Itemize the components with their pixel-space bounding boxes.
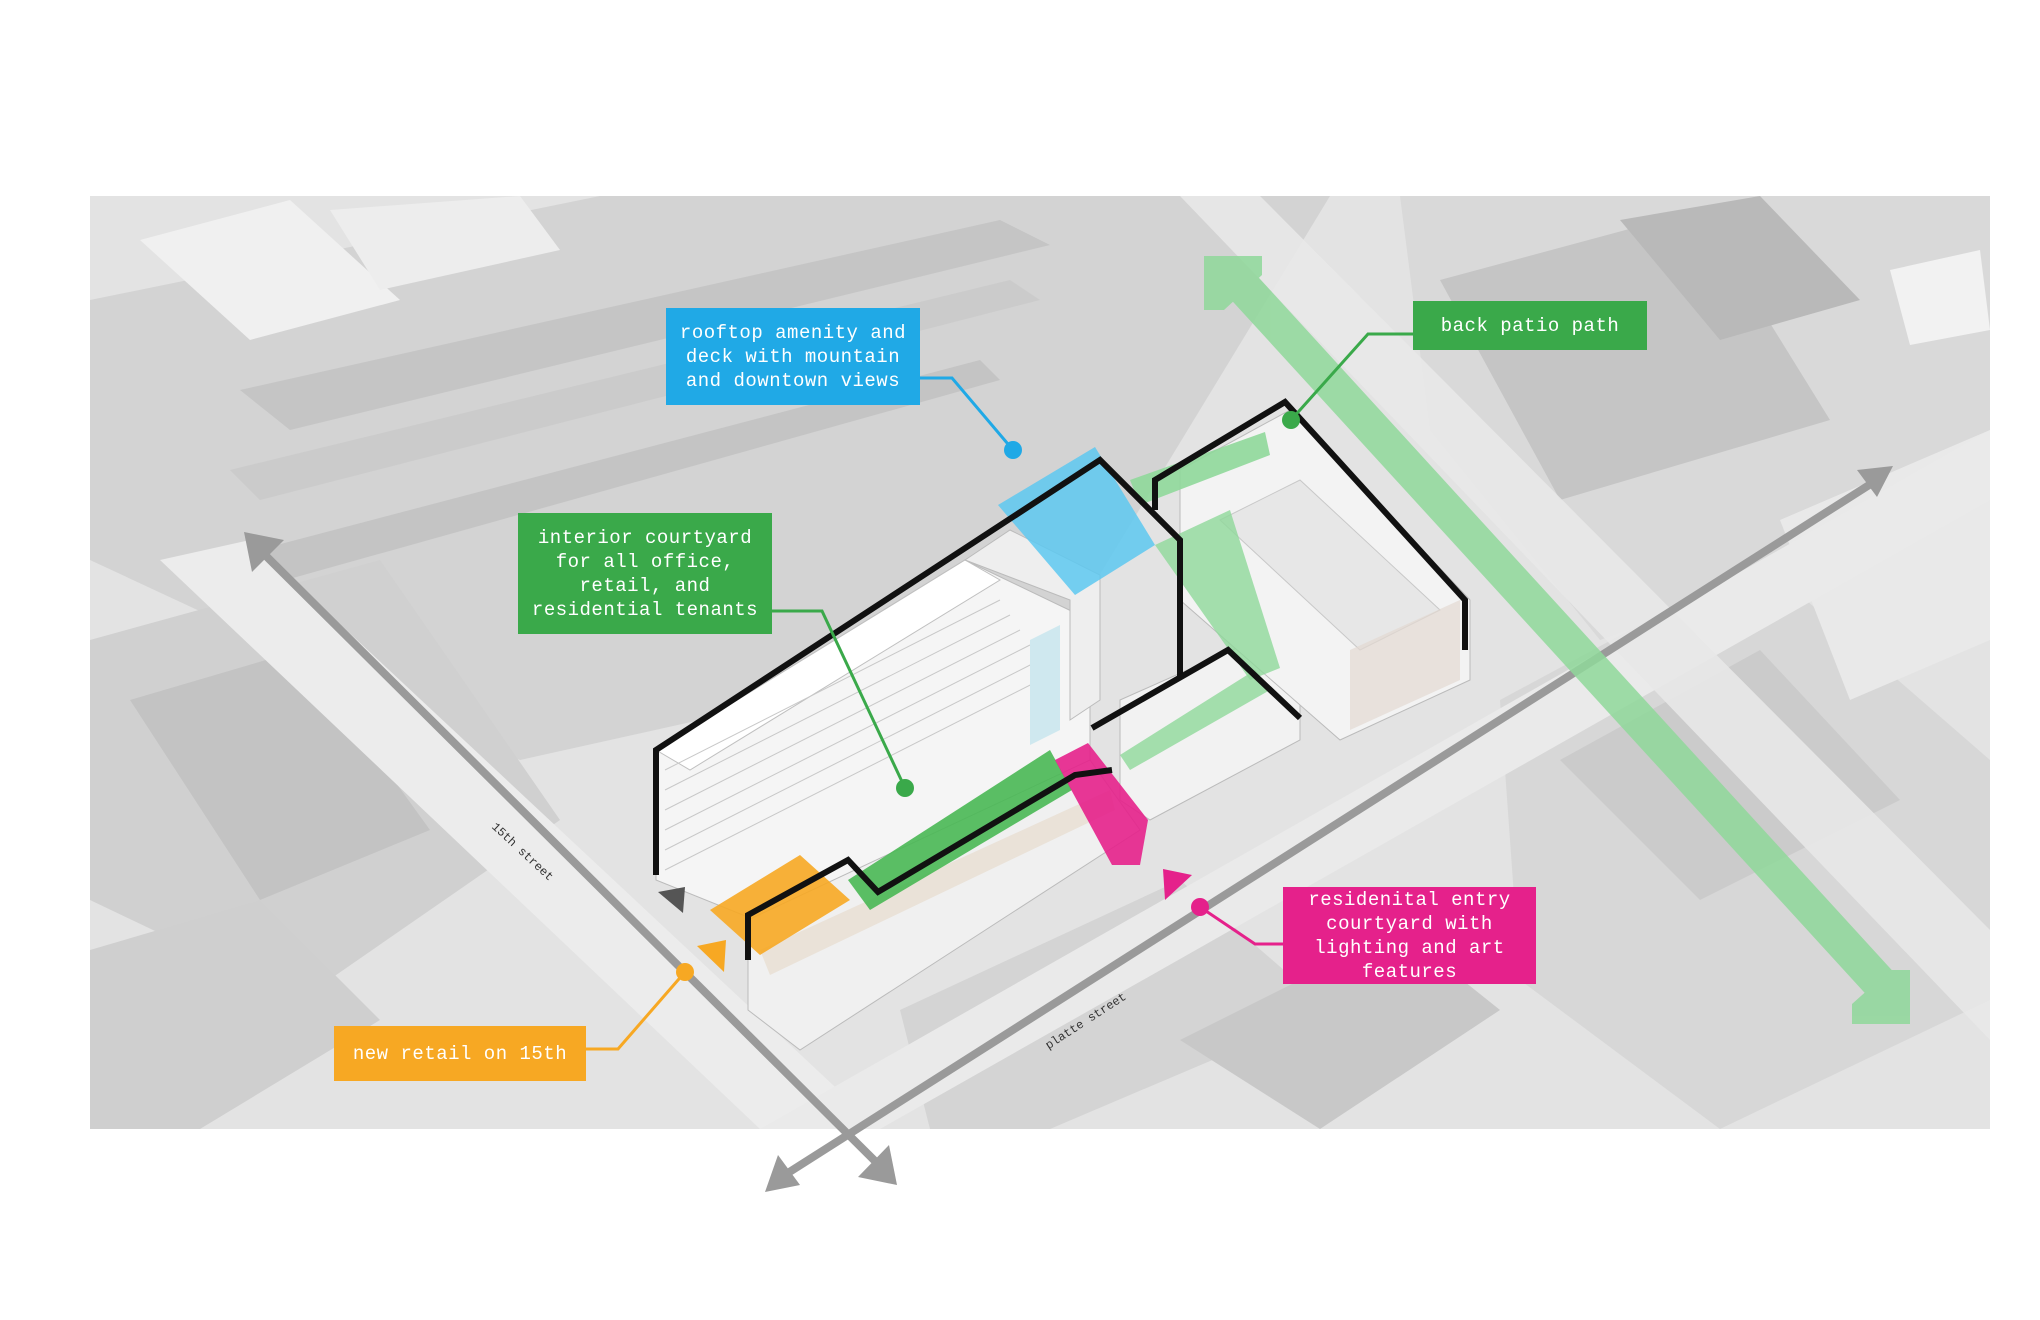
street-platte-arrow <box>765 466 1893 1192</box>
retail-callout: new retail on 15th <box>334 1026 586 1081</box>
leader-lines <box>586 332 1413 1051</box>
leader-dots <box>676 411 1300 981</box>
interior-courtyard-zone <box>848 432 1280 910</box>
interior-courtyard-callout: interior courtyard for all office, retai… <box>518 513 772 634</box>
triangle-arrow-icon <box>1163 869 1192 900</box>
triangle-arrow-icon <box>658 887 685 913</box>
street-15th-arrow <box>244 532 897 1185</box>
triangle-arrow-icon <box>697 940 726 972</box>
rooftop-amenity-zone <box>998 447 1155 595</box>
back-patio-path-callout: back patio path <box>1413 301 1647 350</box>
site-boundary-outline <box>653 398 1468 960</box>
back-patio-path-arrow <box>1204 256 1910 1024</box>
rooftop-amenity-callout: rooftop amenity and deck with mountain a… <box>666 308 920 405</box>
entry-arrow-icons <box>658 869 1192 972</box>
residential-entry-callout: residenital entry courtyard with lightin… <box>1283 887 1536 984</box>
